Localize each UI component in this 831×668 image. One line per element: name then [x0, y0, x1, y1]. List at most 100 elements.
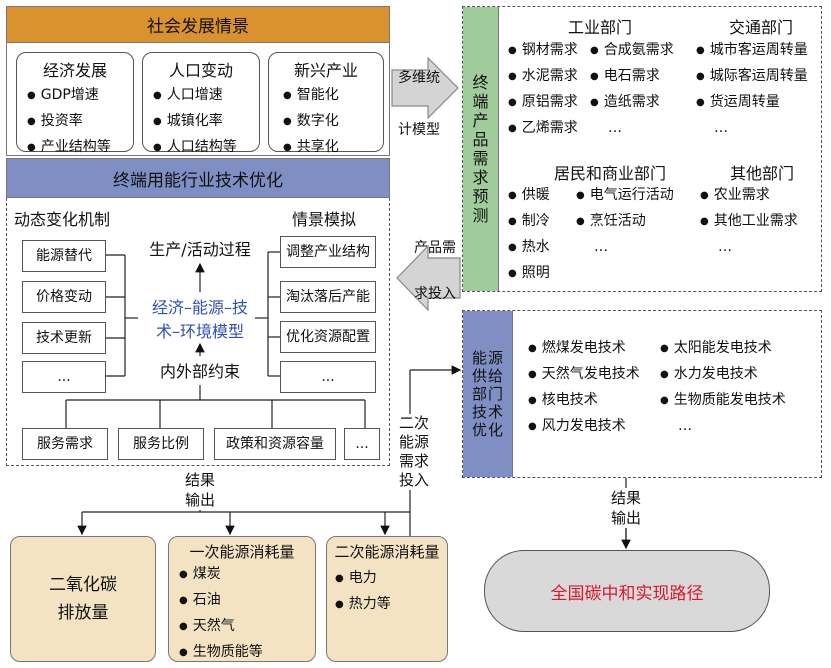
label-line: 能源	[398, 433, 429, 451]
simulation-item: 调整产业结构	[280, 236, 376, 268]
other-title: 其他部门	[729, 164, 794, 183]
title-char: 术	[488, 403, 504, 421]
title-char: 品	[472, 130, 489, 149]
title-char: 预	[472, 187, 489, 206]
more-indicator: …	[714, 120, 728, 136]
other-list: 农业需求 其他工业需求 …	[700, 183, 798, 259]
list-item: 热水	[508, 235, 550, 261]
group-population-title: 人口变动	[168, 61, 233, 80]
title-char: 供	[471, 367, 487, 385]
list-item: 水力发电技术	[660, 362, 786, 388]
list-item: GDP增速	[27, 83, 133, 109]
arrow-label-top: 多维统	[398, 70, 440, 86]
co2-label-line2: 排放量	[57, 603, 109, 623]
arrow-label-bottom: 计模型	[398, 122, 440, 138]
list-item: 城镇化率	[153, 109, 259, 135]
primary-energy-title: 一次能源消耗量	[189, 543, 295, 561]
title-char: 源	[488, 349, 504, 367]
tech-optimization-title: 终端用能行业技术优化	[6, 158, 390, 198]
label-line: 结果	[184, 471, 215, 489]
title-char: 技	[471, 403, 487, 421]
group-economy-title: 经济发展	[42, 61, 107, 80]
supply-col2: 太阳能发电技术 水力发电技术 生物质能发电技术 …	[660, 336, 786, 438]
transport-title: 交通部门	[728, 18, 793, 37]
more-indicator: …	[594, 239, 608, 255]
co2-emissions-box: 二氧化碳 排放量	[10, 536, 156, 662]
title-char: 产	[472, 111, 489, 130]
simulation-item: ...	[280, 361, 376, 393]
title-char: 优	[471, 421, 487, 439]
result-output-right: 结果 输出	[606, 488, 646, 528]
list-item: 燃煤发电技术	[528, 336, 640, 362]
primary-energy-box: 一次能源消耗量 煤炭 石油 天然气 生物质能等	[168, 536, 316, 662]
constraint-item: ...	[344, 428, 380, 460]
label-line: 需求	[398, 452, 429, 470]
list-item: 太阳能发电技术	[660, 336, 786, 362]
terminal-demand-title: 终 端 产 品 需 求 预 测	[463, 7, 499, 291]
industry-col1: 钢材需求 水泥需求 原铝需求 乙烯需求	[508, 38, 578, 142]
mechanism-item: 能源替代	[22, 240, 106, 272]
list-item: 产业结构等	[27, 135, 133, 161]
arrow-label-demand-bottom: 求投入	[414, 286, 456, 302]
label-line: 二次	[398, 414, 429, 432]
list-item: 照明	[508, 261, 550, 287]
group-population: 人口变动 人口增速 城镇化率 人口结构等	[142, 52, 260, 155]
list-item: 智能化	[283, 83, 383, 109]
list-item: 钢材需求	[508, 38, 578, 64]
more-indicator: …	[678, 418, 692, 434]
list-item: 合成氨需求	[590, 38, 674, 64]
list-item: 城市客运周转量	[696, 38, 808, 64]
list-item: 核电技术	[528, 388, 640, 414]
label-line: 结果	[610, 489, 641, 507]
carbon-neutral-pathway-box: 全国碳中和实现路径	[484, 550, 770, 632]
list-item: 农业需求	[700, 183, 798, 209]
simulation-item: 优化资源配置	[280, 321, 376, 353]
list-item: 烹饪活动	[576, 209, 674, 235]
list-item: 共享化	[283, 135, 383, 161]
residential-col2: 电气运行活动 烹饪活动 …	[576, 183, 674, 259]
title-char: 给	[488, 367, 504, 385]
title-char: 终	[472, 73, 489, 92]
forward-arrow	[391, 56, 459, 120]
back-arrow	[396, 244, 461, 312]
industry-col2: 合成氨需求 电石需求 造纸需求 …	[590, 38, 674, 140]
supply-col1: 燃煤发电技术 天然气发电技术 核电技术 风力发电技术	[528, 336, 640, 440]
constraint-label: 内外部约束	[159, 362, 240, 381]
constraint-item: 服务需求	[22, 428, 108, 460]
pathway-label: 全国碳中和实现路径	[550, 583, 704, 604]
residential-title: 居民和商业部门	[553, 164, 666, 183]
list-item: 人口结构等	[153, 135, 259, 161]
title-char: 部	[471, 385, 487, 403]
production-process-label: 生产/活动过程	[149, 240, 251, 259]
terminal-demand-panel	[462, 6, 822, 292]
list-item: 数字化	[283, 109, 383, 135]
group-emerging-title: 新兴产业	[293, 61, 358, 80]
title-char: 门	[488, 385, 504, 403]
list-item: 乙烯需求	[508, 116, 578, 142]
title-char: 需	[472, 149, 489, 168]
list-item: 水泥需求	[508, 64, 578, 90]
secondary-input-label: 二次 能源 需求 投入	[394, 414, 434, 490]
list-item: 热力等	[335, 592, 447, 618]
list-item: 生物质能发电技术	[660, 388, 786, 414]
mechanism-item: ...	[22, 361, 106, 393]
list-item: 天然气发电技术	[528, 362, 640, 388]
list-item: 制冷	[508, 209, 550, 235]
secondary-energy-title: 二次能源消耗量	[334, 543, 440, 561]
list-item: 城际客运周转量	[696, 64, 808, 90]
transport-list: 城市客运周转量 城际客运周转量 货运周转量 …	[696, 38, 808, 140]
list-item: 煤炭	[179, 562, 315, 588]
label-line: 输出	[184, 491, 215, 509]
list-item: 供暖	[508, 183, 550, 209]
arrow-label-demand-top: 产品需	[414, 240, 456, 256]
list-item: 石油	[179, 588, 315, 614]
industry-title: 工业部门	[567, 18, 632, 37]
list-item: 原铝需求	[508, 90, 578, 116]
label-line: 投入	[398, 471, 429, 489]
secondary-energy-box: 二次能源消耗量 电力 热力等	[326, 536, 448, 662]
title-char: 端	[472, 92, 489, 111]
mechanism-item: 价格变动	[22, 281, 106, 313]
model-label-line2: 术–环境模型	[155, 322, 244, 341]
energy-supply-panel	[462, 310, 822, 478]
list-item: 人口增速	[153, 83, 259, 109]
